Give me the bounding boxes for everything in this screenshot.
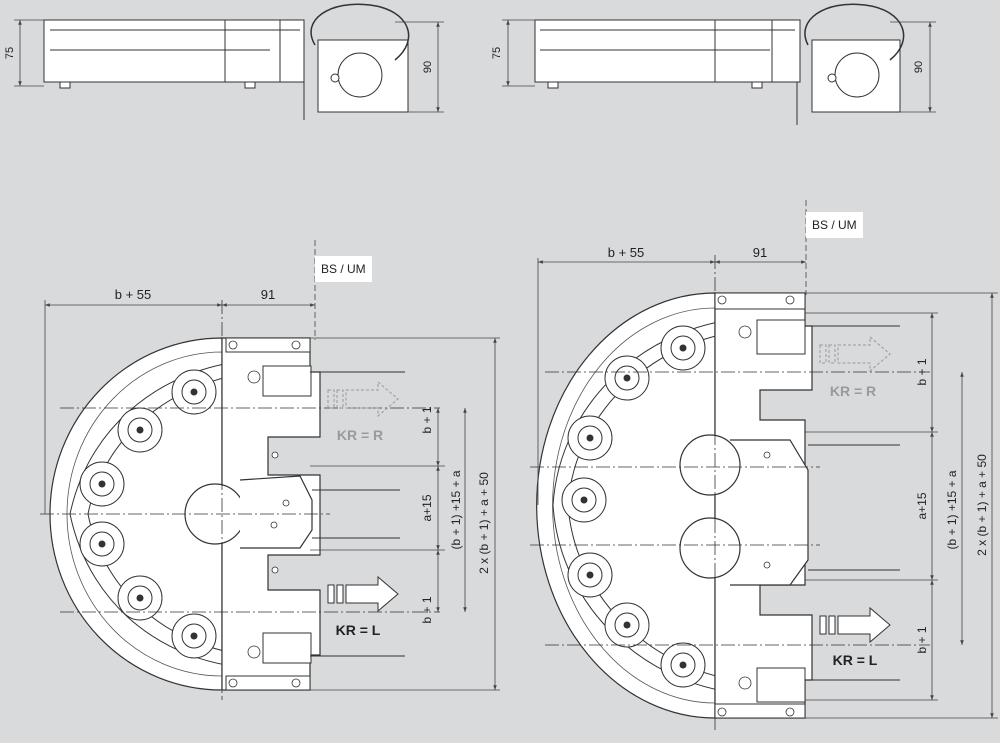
end-plate-bottom	[225, 675, 311, 691]
cable-loop	[804, 3, 905, 61]
cable-hole-lower	[679, 517, 741, 579]
arrow-kr-l	[327, 575, 399, 613]
kr-r-label: KR = R	[337, 427, 383, 443]
side-view-body	[43, 19, 305, 83]
pulley-bottom	[756, 667, 806, 703]
arrow-kr-r	[819, 335, 891, 373]
bolts	[228, 340, 301, 688]
height-label-right-75: 75	[491, 47, 503, 59]
dim-b1-top: b + 1	[915, 358, 929, 385]
clamp-plate	[730, 439, 809, 586]
height-label-right-90: 90	[913, 61, 925, 73]
height-label-left-75: 75	[4, 47, 16, 59]
dim-total: 2 x (b + 1) + a + 50	[477, 472, 491, 574]
pulley-top	[756, 319, 806, 355]
dim-b1-bottom: b + 1	[915, 626, 929, 653]
width-label-inner: 91	[753, 245, 767, 260]
width-label-outer: b + 55	[608, 245, 645, 260]
housing-outline	[536, 292, 716, 719]
height-label-left-90: 90	[422, 61, 434, 73]
width-label-inner: 91	[261, 287, 275, 302]
end-plate-top	[225, 337, 311, 353]
plan-view-right: b + 55 91 KR = R KR = L b + 1 a+15 b + 1…	[530, 200, 998, 730]
end-plate-bottom	[714, 703, 806, 719]
width-label-outer: b + 55	[115, 287, 152, 302]
dim-a15: a+15	[420, 494, 434, 521]
dim-b1-top: b + 1	[420, 406, 434, 433]
dim-mid: (b + 1) +15 + a	[945, 470, 959, 549]
kr-r-label: KR = R	[830, 383, 876, 399]
plan-right-dims	[537, 200, 998, 719]
bs-um-label-right: BS / UM	[806, 212, 863, 238]
arrow-kr-l	[819, 606, 891, 644]
kr-l-label: KR = L	[833, 652, 878, 668]
bolts	[717, 295, 795, 717]
side-view-left-dims	[14, 19, 444, 113]
clamp-plate	[239, 475, 313, 549]
dim-a15: a+15	[915, 492, 929, 519]
cable-hole-upper	[679, 434, 741, 496]
bs-um-label-left: BS / UM	[315, 256, 372, 282]
kr-l-label: KR = L	[336, 622, 381, 638]
cable-loop	[310, 3, 410, 61]
side-view-right	[534, 3, 905, 125]
plan-left-dims	[44, 240, 500, 691]
arrow-kr-r	[327, 380, 399, 418]
pulley-bottom	[262, 632, 312, 664]
pulley-top	[262, 365, 312, 397]
dim-b1-bottom: b + 1	[420, 596, 434, 623]
dim-mid: (b + 1) +15 + a	[449, 470, 463, 549]
dim-total: 2 x (b + 1) + a + 50	[975, 454, 989, 556]
cable-circle	[337, 52, 383, 98]
side-view-right-dims	[502, 19, 936, 113]
side-view-body	[534, 19, 801, 83]
side-view-left	[43, 3, 410, 120]
plan-view-left: b + 55 91 KR = R KR = L b + 1 a+15 b + 1…	[40, 240, 500, 700]
cable-circle	[834, 52, 880, 98]
rollers	[79, 369, 217, 659]
